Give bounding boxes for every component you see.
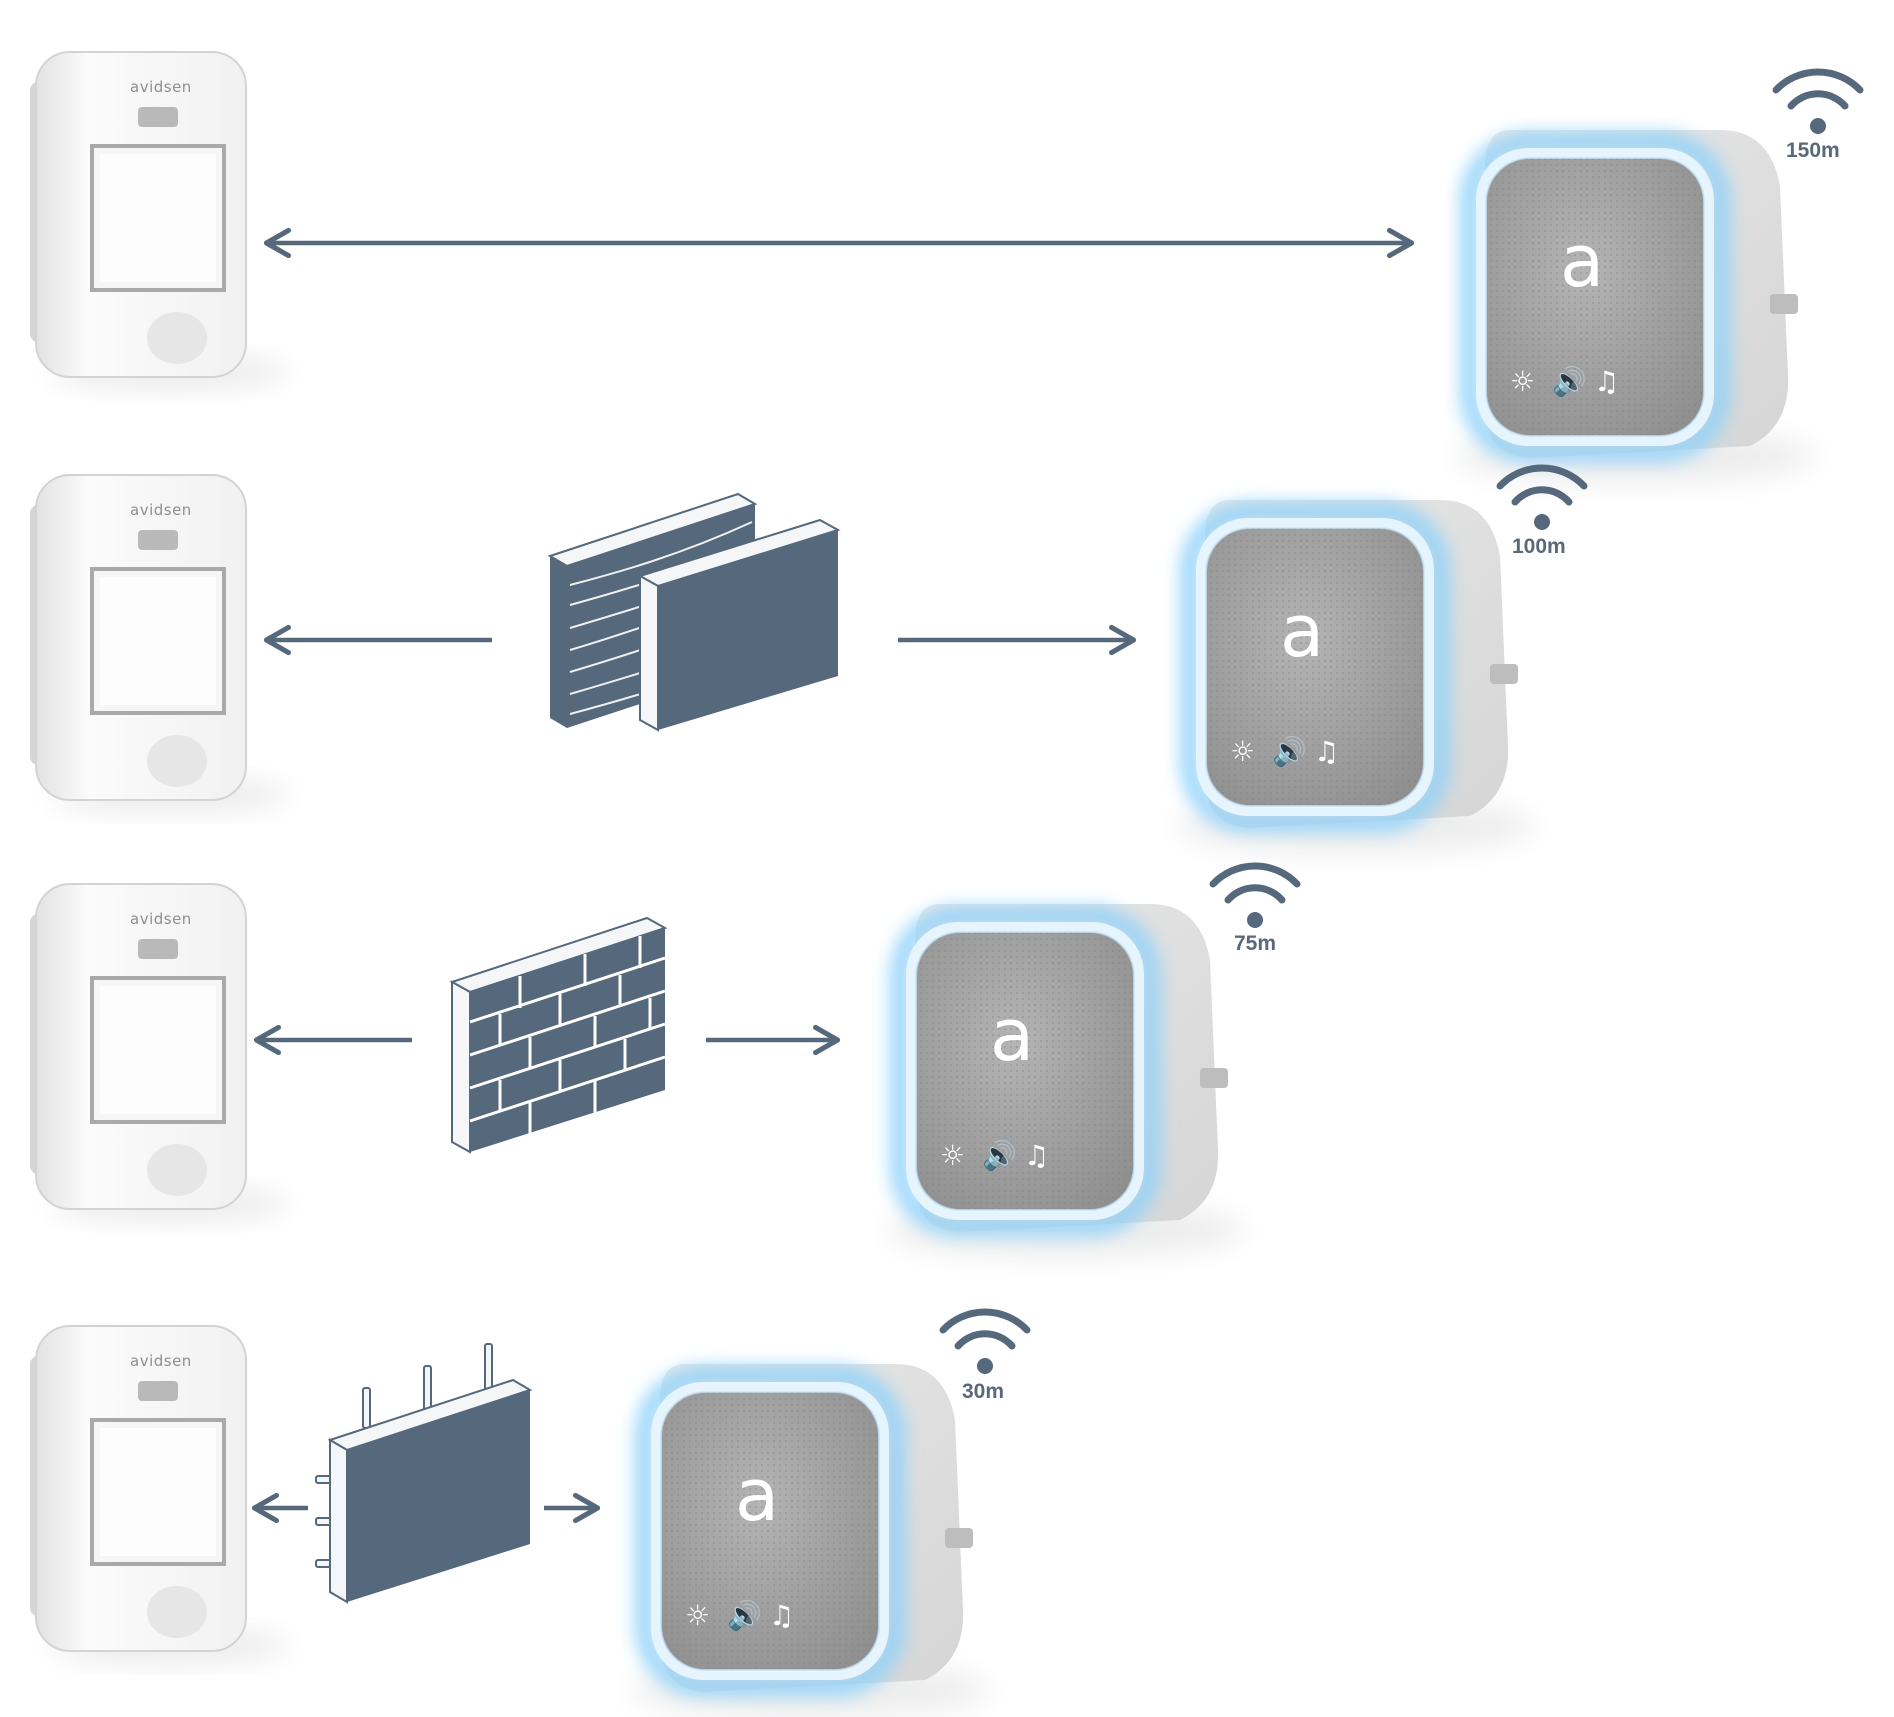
push-button-transmitter: avidsen xyxy=(30,1326,290,1664)
brand-label: avidsen xyxy=(130,910,192,928)
row-brick-wall: avidsen xyxy=(30,866,1297,1258)
brand-label: avidsen xyxy=(130,78,192,96)
door-chime-receiver: a ☼ 🔊 ♫ xyxy=(885,904,1245,1258)
melody-icon: ♫ xyxy=(1024,1139,1049,1172)
row-wood-plaster: avidsen a ☼ 🔊 ♫ xyxy=(30,468,1584,854)
chime-logo: a xyxy=(1280,589,1324,673)
reinforced-concrete-icon xyxy=(315,1343,533,1604)
push-button-transmitter: avidsen xyxy=(30,884,290,1222)
light-icon: ☼ xyxy=(1230,735,1255,768)
wifi-icon xyxy=(943,1312,1027,1374)
row-reinforced-concrete: avidsen a ☼ 🔊 ♫ 30m xyxy=(30,1312,1027,1717)
volume-icon: 🔊 xyxy=(1272,734,1307,768)
chime-logo: a xyxy=(1560,219,1604,303)
range-label: 30m xyxy=(962,1380,1004,1403)
push-button-transmitter: avidsen xyxy=(30,475,290,813)
brick-wall-icon xyxy=(449,916,668,1154)
push-button-transmitter: avidsen xyxy=(30,52,290,390)
range-label: 150m xyxy=(1786,139,1840,162)
wifi-icon xyxy=(1776,72,1860,134)
melody-icon: ♫ xyxy=(769,1599,794,1632)
door-chime-receiver: a ☼ 🔊 ♫ xyxy=(1455,130,1815,484)
chime-logo: a xyxy=(990,993,1034,1077)
light-icon: ☼ xyxy=(1510,365,1535,398)
volume-icon: 🔊 xyxy=(1552,364,1587,398)
chime-logo: a xyxy=(735,1453,779,1537)
light-icon: ☼ xyxy=(940,1139,965,1172)
wood-and-plaster-panels-icon xyxy=(547,492,841,732)
door-chime-receiver: a ☼ 🔊 ♫ xyxy=(630,1364,990,1717)
wifi-icon xyxy=(1213,866,1297,928)
door-chime-receiver: a ☼ 🔊 ♫ xyxy=(1175,500,1535,854)
light-icon: ☼ xyxy=(685,1599,710,1632)
melody-icon: ♫ xyxy=(1594,365,1619,398)
brand-label: avidsen xyxy=(130,501,192,519)
range-label: 100m xyxy=(1512,535,1566,558)
volume-icon: 🔊 xyxy=(982,1138,1017,1172)
volume-icon: 🔊 xyxy=(727,1598,762,1632)
row-open-field: avidsen a ☼ 🔊 ♫ 150m xyxy=(30,52,1860,484)
brand-label: avidsen xyxy=(130,1352,192,1370)
range-label: 75m xyxy=(1234,932,1276,955)
melody-icon: ♫ xyxy=(1314,735,1339,768)
